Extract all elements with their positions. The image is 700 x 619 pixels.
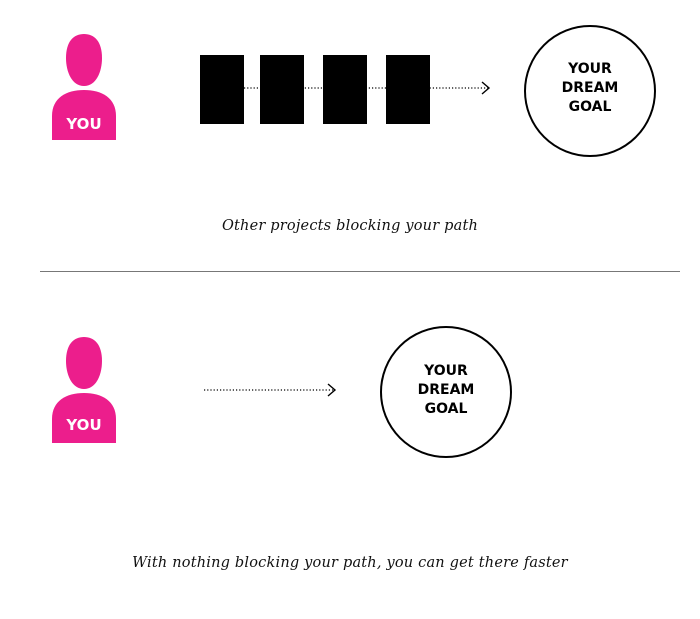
person-body (52, 90, 116, 140)
goal-circle: YOUR DREAM GOAL (524, 25, 656, 157)
section-divider (40, 271, 680, 272)
scenario-blocked: YOU YOUR DREAM GOAL (52, 25, 656, 157)
blocking-projects (200, 55, 430, 124)
goal-label-line: DREAM (418, 382, 475, 398)
person-head (66, 337, 102, 389)
blocking-project (200, 55, 244, 124)
goal-label-line: DREAM (562, 80, 619, 96)
goal-label-line: GOAL (425, 401, 468, 417)
blocking-project (260, 55, 304, 124)
goal-label-line: GOAL (569, 99, 612, 115)
scenario-clear: YOU YOUR DREAM GOAL (52, 326, 512, 458)
caption-clear: With nothing blocking your path, you can… (132, 555, 568, 571)
goal-label-line: YOUR (423, 363, 468, 379)
goal-label-line: YOUR (567, 61, 612, 77)
arrow-right-icon (327, 383, 337, 397)
blocking-project (386, 55, 430, 124)
person-body (52, 393, 116, 443)
caption-blocked: Other projects blocking your path (221, 218, 479, 234)
person-label: YOU (65, 115, 101, 133)
person-head (66, 34, 102, 86)
blocking-project (323, 55, 367, 124)
goal-circle: YOUR DREAM GOAL (380, 326, 512, 458)
person-icon: YOU (52, 337, 116, 443)
person-icon: YOU (52, 34, 116, 140)
person-label: YOU (65, 416, 101, 434)
arrow-right-icon (481, 81, 491, 95)
